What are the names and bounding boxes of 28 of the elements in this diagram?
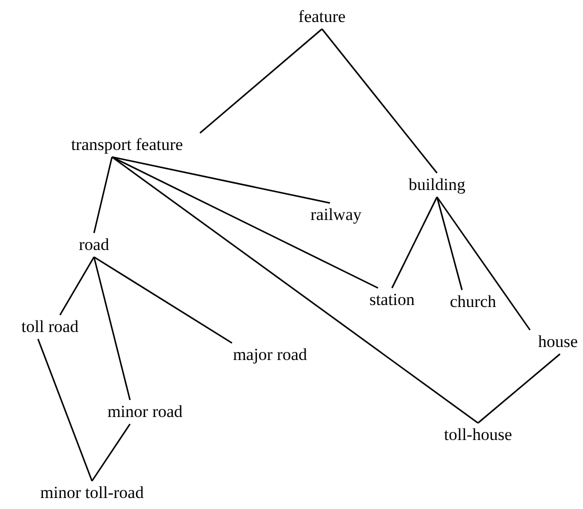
node-label: road <box>78 233 110 257</box>
connector-line <box>94 256 232 344</box>
connector-line <box>59 256 95 316</box>
node-label: major road <box>232 343 308 367</box>
connector-line <box>391 196 438 288</box>
node-label: building <box>408 173 466 197</box>
connector-line <box>200 28 322 134</box>
node-label: house <box>537 330 579 354</box>
connector-line <box>321 28 438 174</box>
node-label: church <box>448 290 498 314</box>
connector-line <box>112 156 478 424</box>
connector-line <box>436 196 531 330</box>
node-label: transport feature <box>70 133 184 157</box>
connector-line <box>478 353 560 424</box>
node-label: toll road <box>20 315 80 339</box>
node-label: minor road <box>106 400 184 424</box>
connector-line <box>436 196 463 290</box>
node-label: railway <box>310 203 362 227</box>
node-label: station <box>368 288 416 312</box>
connector-line <box>93 256 131 400</box>
connector-line <box>112 156 330 204</box>
node-label: minor toll-road <box>39 481 145 505</box>
connector-line <box>37 338 93 482</box>
connector-line <box>93 156 113 234</box>
node-label: feature <box>297 5 347 29</box>
node-label: toll-house <box>443 423 513 447</box>
connector-line <box>112 156 378 289</box>
connector-line <box>91 424 131 482</box>
